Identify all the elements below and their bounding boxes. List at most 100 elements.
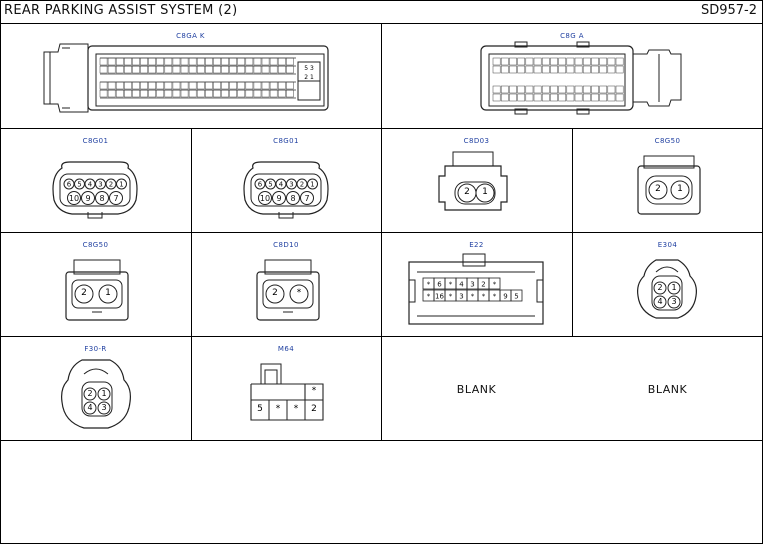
pin-cavity [196,89,205,98]
pin-cavity [124,81,132,90]
pin-circle [258,191,272,205]
pin-cavity [591,65,599,74]
pin-label: 9 [276,194,281,203]
pin-cavity [180,89,189,98]
pin-label: * [296,288,302,298]
pin-cavity [591,57,599,66]
connector-drawing [61,359,131,429]
pin-cavity [148,57,156,66]
pin-label: 5 [304,65,309,72]
pin-label: 4 [459,281,464,289]
pin-cavity [156,89,165,98]
pin-cavity [591,85,599,94]
pin-label: 3 [309,65,314,72]
connector-c8d10: C8D10 2 * [191,232,381,336]
pin-circle [109,191,123,205]
pin-cavity [205,81,213,90]
pin-cavity [237,57,246,66]
pin-circle [272,191,286,205]
connector-label: F30-R [84,345,107,353]
pin-cavity [615,57,624,66]
pin-label: 6 [67,181,72,189]
pin-label: 2 [655,184,661,194]
pin-cavity [558,57,567,66]
pin-label: 4 [657,297,663,306]
pin-circle [81,191,95,205]
pin-cavity [156,65,165,74]
pin-cavity [558,85,567,94]
pin-cavity [525,85,534,94]
pin-cavity [541,93,550,102]
connector-drawing [43,43,329,113]
pin-cavity [277,89,286,98]
pin-label: * [493,293,497,301]
pin-cavity [229,57,237,66]
connector-label: C8D03 [463,137,490,145]
pin-cavity [164,65,173,74]
pin-label: 8 [99,194,104,203]
pin-label: 1 [310,181,314,189]
pin-label: * [275,404,281,414]
pin-label: 8 [290,194,295,203]
pin-label: * [449,281,453,289]
pin-label: * [482,293,486,301]
pin-cavity [115,65,124,74]
pin-cavity [277,65,286,74]
pin-cavity [132,89,140,98]
pin-label: 16 [435,293,444,301]
pin-cavity [517,65,526,74]
pin-cavity [599,57,608,66]
pin-cavity [99,81,108,90]
pin-cavity [607,65,616,74]
pin-cavity [269,65,278,74]
pin-cavity [205,57,213,66]
pin-cavity [599,85,608,94]
pin-circle [300,191,314,205]
pin-label: 4 [88,181,93,189]
pin-cavity [237,81,246,90]
pin-label: 1 [677,184,683,194]
pin-label: 4 [279,181,284,189]
pin-label: 2 [481,281,485,289]
pin-cavity [99,89,108,98]
pin-cavity [221,65,229,74]
pin-circle [116,178,127,190]
pin-cavity [509,65,517,74]
pin-cavity [533,65,542,74]
pin-cavity [533,85,542,94]
pin-cavity [180,81,189,90]
pin-cavity [205,89,213,98]
pin-cavity [517,93,526,102]
pin-cavity [132,81,140,90]
connector-drawing [250,363,324,421]
pin-cavity [188,89,197,98]
pin-cavity [148,89,156,98]
pin-cavity [196,57,205,66]
pin-cavity [582,57,591,66]
pin-cavity [525,57,534,66]
pin-cavity [599,65,608,74]
pin-circle [67,191,81,205]
connector-e304: E304 2 1 4 3 [572,232,763,336]
connector-label: E22 [469,241,484,249]
diagram-code: SD957-2 [700,3,757,18]
pin-cavity [140,65,148,74]
pin-cavity [253,89,262,98]
connector-c8ga-k: C8GA K 5 3 2 1 [0,24,381,128]
pin-circle [95,191,109,205]
pin-label: 10 [260,194,270,203]
pin-cavity [115,57,124,66]
pin-cavity [492,57,501,66]
connector-label: C8G01 [82,137,109,145]
pin-cavity [124,89,132,98]
pin-cavity [566,65,575,74]
pin-label: 2 [300,181,304,189]
pin-cavity [550,57,558,66]
connector-label: C8G A [560,32,584,40]
pin-cavity [286,57,294,66]
pin-cavity [229,65,237,74]
